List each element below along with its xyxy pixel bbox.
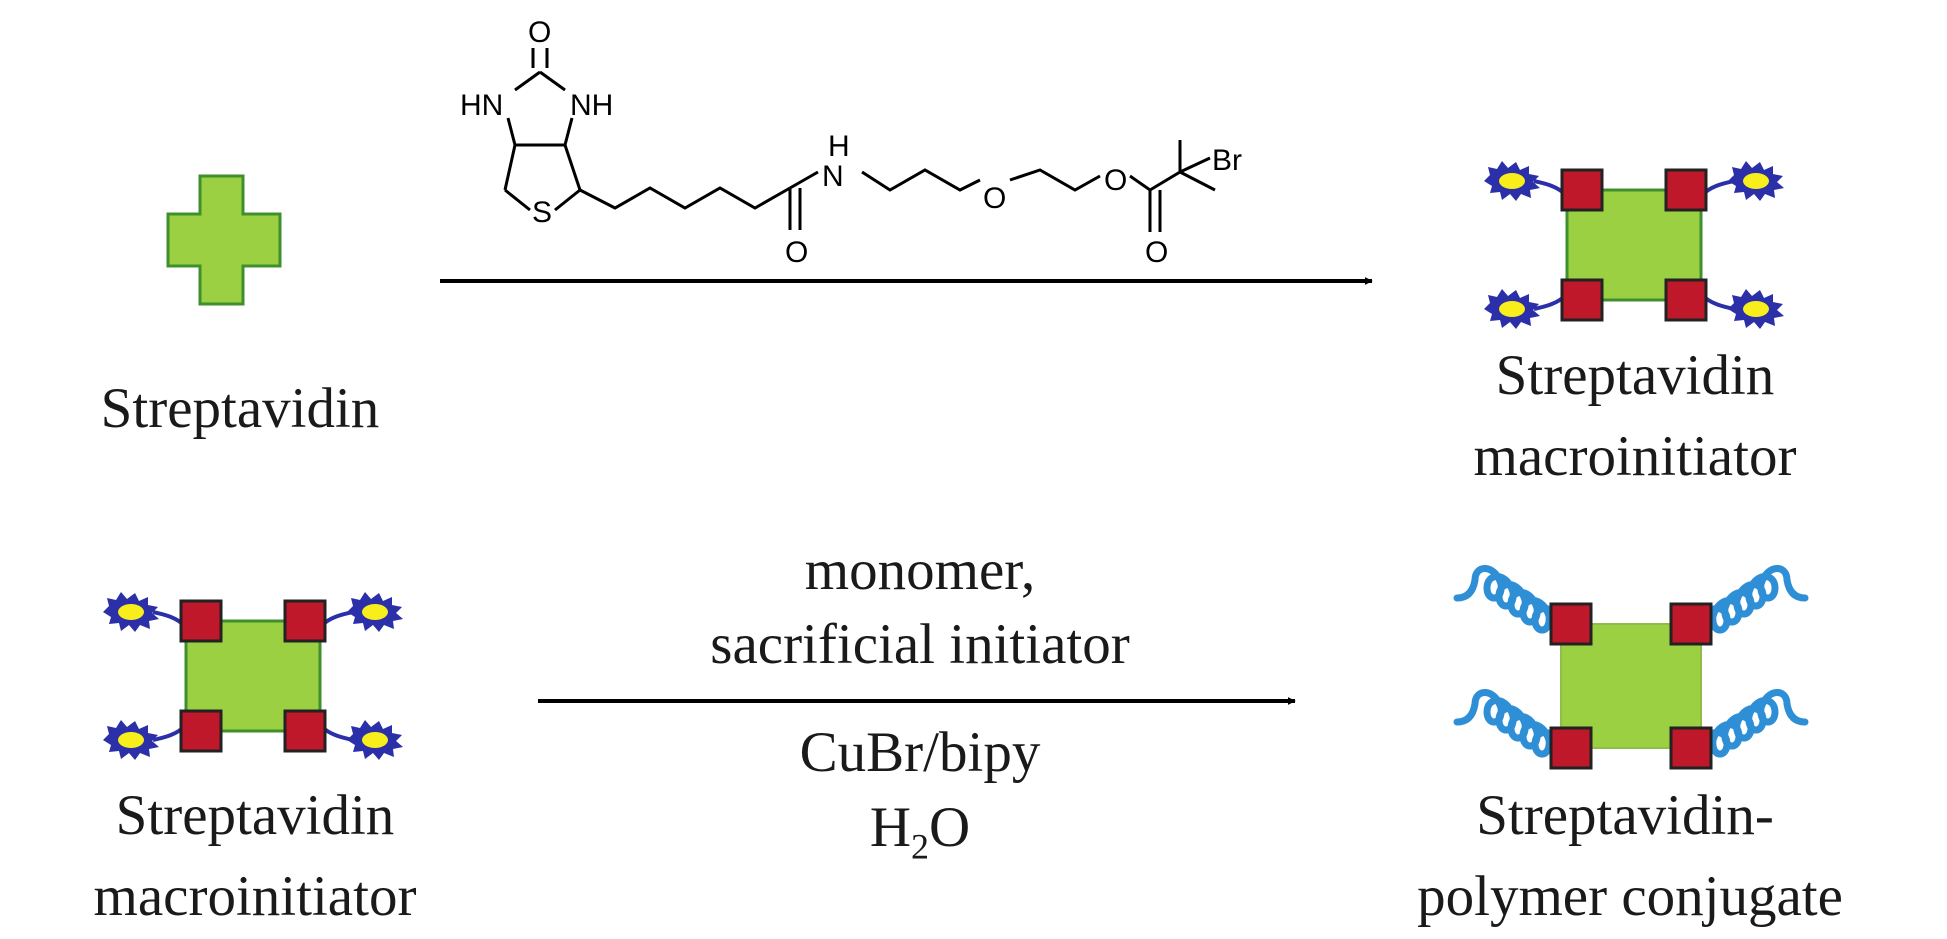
biotin-peg-initiator-structure-icon (503, 48, 1216, 232)
carbonyl-oxygen-label: O (528, 16, 551, 49)
condition-sacrificial-initiator: sacrificial initiator (710, 613, 1130, 676)
streptavidin-polymer-conjugate-icon (1457, 568, 1805, 770)
amide-hydrogen-label: H (828, 130, 850, 163)
streptavidin-cross-icon (166, 174, 282, 306)
macroinitiator-reactant-label-line2: macroinitiator (93, 865, 417, 928)
ether-oxygen-2-label: O (1104, 164, 1127, 197)
streptavidin-macroinitiator-reactant-icon (103, 592, 403, 760)
macroinitiator-product-label-line1: Streptavidin (1495, 344, 1775, 407)
condition-catalyst: CuBr/bipy (799, 721, 1041, 784)
amide-oxygen-label: O (785, 236, 808, 269)
ether-oxygen-1-label: O (983, 182, 1006, 215)
macroinitiator-reactant-label-line1: Streptavidin (115, 784, 395, 847)
streptavidin-macroinitiator-product-icon (1484, 161, 1784, 329)
water-subscript: 2 (911, 826, 929, 867)
conjugate-label-line1: Streptavidin- (1476, 784, 1774, 847)
nh-right-label: NH (570, 89, 613, 122)
ester-carbonyl-oxygen-label: O (1145, 236, 1168, 269)
streptavidin-label: Streptavidin (100, 377, 380, 440)
sulfur-label: S (532, 196, 552, 229)
bromine-label: Br (1212, 144, 1242, 177)
water-h: H (869, 796, 911, 859)
macroinitiator-product-label-line2: macroinitiator (1473, 425, 1797, 488)
nh-left-label: HN (460, 89, 503, 122)
condition-monomer: monomer, (804, 539, 1036, 602)
amide-nitrogen-label: N (822, 160, 844, 193)
conjugate-label-line2: polymer conjugate (1417, 865, 1843, 928)
condition-solvent: H2O (640, 795, 1200, 879)
water-o: O (929, 796, 971, 859)
